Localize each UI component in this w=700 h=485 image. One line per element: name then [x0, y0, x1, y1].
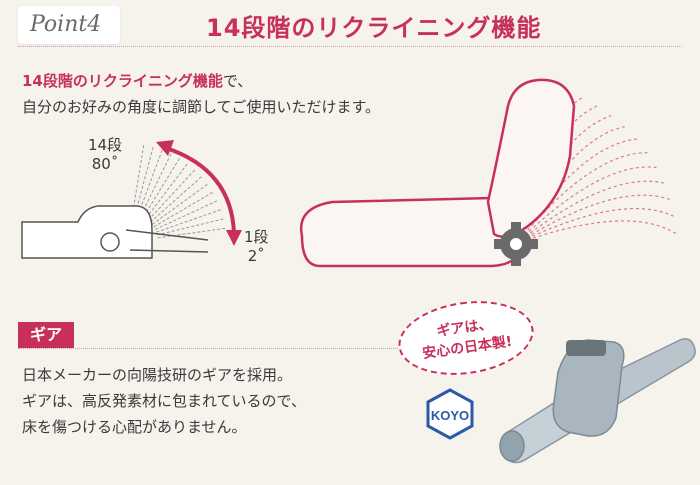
- gear-section-tag: ギア: [18, 322, 74, 348]
- arrow-head-bottom: [226, 230, 242, 246]
- recline-step-line: [148, 168, 197, 221]
- recline-step-line: [135, 145, 155, 214]
- backrest-position-outline: [515, 152, 648, 245]
- hinge-base-plate: [21, 205, 153, 259]
- gear-description: 日本メーカーの向陽技研のギアを採用。 ギアは、高反発素材に包まれているので、 床…: [22, 362, 306, 440]
- min-step-text: 1段: [244, 228, 269, 246]
- recline-step-line: [143, 156, 181, 217]
- seat-gear-icon: [494, 222, 538, 266]
- gear-section-header: ギア: [18, 322, 398, 349]
- recline-step-line: [150, 175, 204, 223]
- header-divider: [18, 46, 682, 47]
- hinge-pin: [100, 232, 120, 252]
- recline-angle-fan: [132, 143, 228, 239]
- arrow-head-top: [156, 140, 174, 156]
- backrest-position-outline: [515, 166, 657, 245]
- intro-highlight: 14段階のリクライニング機能: [22, 72, 223, 90]
- gear-line-1: 日本メーカーの向陽技研のギアを採用。: [22, 366, 293, 384]
- max-angle-text: 80˚: [91, 155, 119, 173]
- backrest-position-outline: [515, 208, 674, 245]
- intro-line-1: 14段階のリクライニング機能で、: [22, 68, 380, 94]
- recline-step-line: [151, 182, 210, 225]
- gear-line-3: 床を傷つける心配がありません。: [22, 418, 247, 436]
- svg-text:KOYO: KOYO: [431, 408, 469, 423]
- hinge-arm: [125, 229, 209, 241]
- seat-cushion: [299, 196, 522, 268]
- backrest-position-outline: [515, 194, 670, 245]
- intro-line-2: 自分のお好みの角度に調節してご使用いただけます。: [22, 98, 381, 116]
- point-label: Point4: [30, 12, 102, 37]
- backrest-position-outline: [515, 220, 676, 245]
- recline-direction-arrow: [165, 146, 236, 235]
- seat-backrest: [486, 78, 576, 238]
- hinge-arm-lower: [129, 249, 209, 253]
- min-angle-text: 2˚: [247, 247, 265, 265]
- reclining-seat-illustration: [299, 78, 676, 268]
- recline-step-line: [145, 162, 189, 219]
- point-tab: Point4: [18, 6, 120, 44]
- recline-step-line: [155, 199, 219, 230]
- intro-line-1-rest: で、: [222, 72, 253, 90]
- intro-text: 14段階のリクライニング機能で、 自分のお好みの角度に調節してご使用いただけます…: [22, 68, 380, 120]
- recline-step-line: [132, 143, 145, 213]
- max-step-text: 14段: [88, 136, 123, 154]
- max-angle-label: 14段 80˚: [88, 136, 122, 174]
- min-angle-label: 1段 2˚: [244, 228, 269, 266]
- gear-hardware-photo: KOYO: [426, 338, 696, 464]
- recline-step-line: [140, 151, 173, 216]
- gear-line-2: ギアは、高反発素材に包まれているので、: [22, 392, 306, 410]
- recline-step-line: [157, 217, 226, 236]
- recline-step-line: [156, 208, 223, 233]
- gear-tube-opening: [499, 430, 525, 462]
- gear-release-tab: [566, 340, 606, 356]
- page-title: 14段階のリクライニング機能: [206, 14, 542, 42]
- recline-step-line: [157, 227, 228, 239]
- hinge-diagram: [21, 140, 242, 259]
- gear-tube-right: [596, 338, 696, 408]
- backrest-position-outline: [515, 180, 665, 245]
- recline-step-line: [153, 190, 215, 228]
- koyo-logo: KOYO: [426, 388, 474, 440]
